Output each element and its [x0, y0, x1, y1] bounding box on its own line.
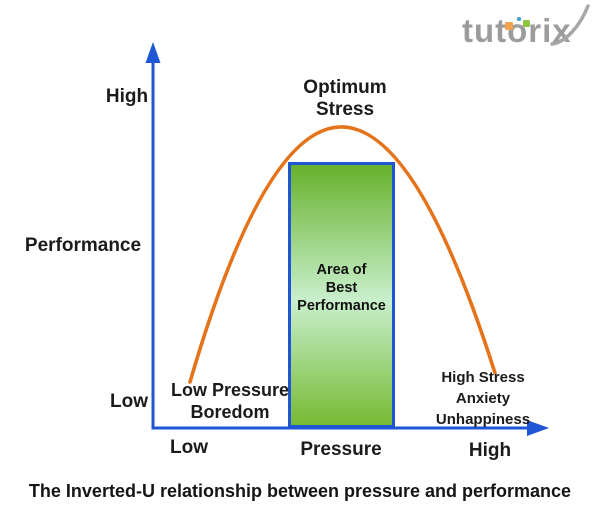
area-label-line1: Area of [316, 262, 367, 278]
high-stress-line2: Anxiety [455, 390, 511, 407]
optimum-stress-line2: Stress [315, 99, 375, 120]
low-pressure-line1: Low Pressure [170, 380, 290, 400]
optimum-stress-annotation: Optimum Stress [280, 77, 410, 121]
optimum-stress-line1: Optimum [303, 77, 387, 98]
logo-dot-blue-icon [517, 17, 521, 21]
logo-dot-green-icon [523, 20, 530, 27]
high-stress-line1: High Stress [441, 369, 525, 386]
y-axis-low-label: Low [110, 391, 148, 412]
area-label-line2: Best [325, 280, 358, 296]
diagram-caption: The Inverted-U relationship between pres… [28, 481, 572, 501]
y-axis-high-label: High [105, 86, 149, 107]
x-axis-high-label: High [468, 440, 512, 461]
x-axis-low-label: Low [170, 437, 208, 458]
high-stress-annotation: High Stress Anxiety Unhappiness [418, 367, 548, 430]
y-axis-title: Performance [24, 235, 142, 256]
low-pressure-annotation: Low Pressure Boredom [150, 379, 310, 423]
logo-dot-orange-icon [505, 22, 513, 30]
high-stress-line3: Unhappiness [435, 411, 531, 428]
low-pressure-line2: Boredom [190, 402, 270, 422]
y-axis-arrow-icon [145, 42, 161, 63]
best-performance-area-label: Area of Best Performance [291, 261, 392, 315]
area-label-line3: Performance [297, 298, 386, 314]
x-axis-title: Pressure [300, 439, 382, 460]
